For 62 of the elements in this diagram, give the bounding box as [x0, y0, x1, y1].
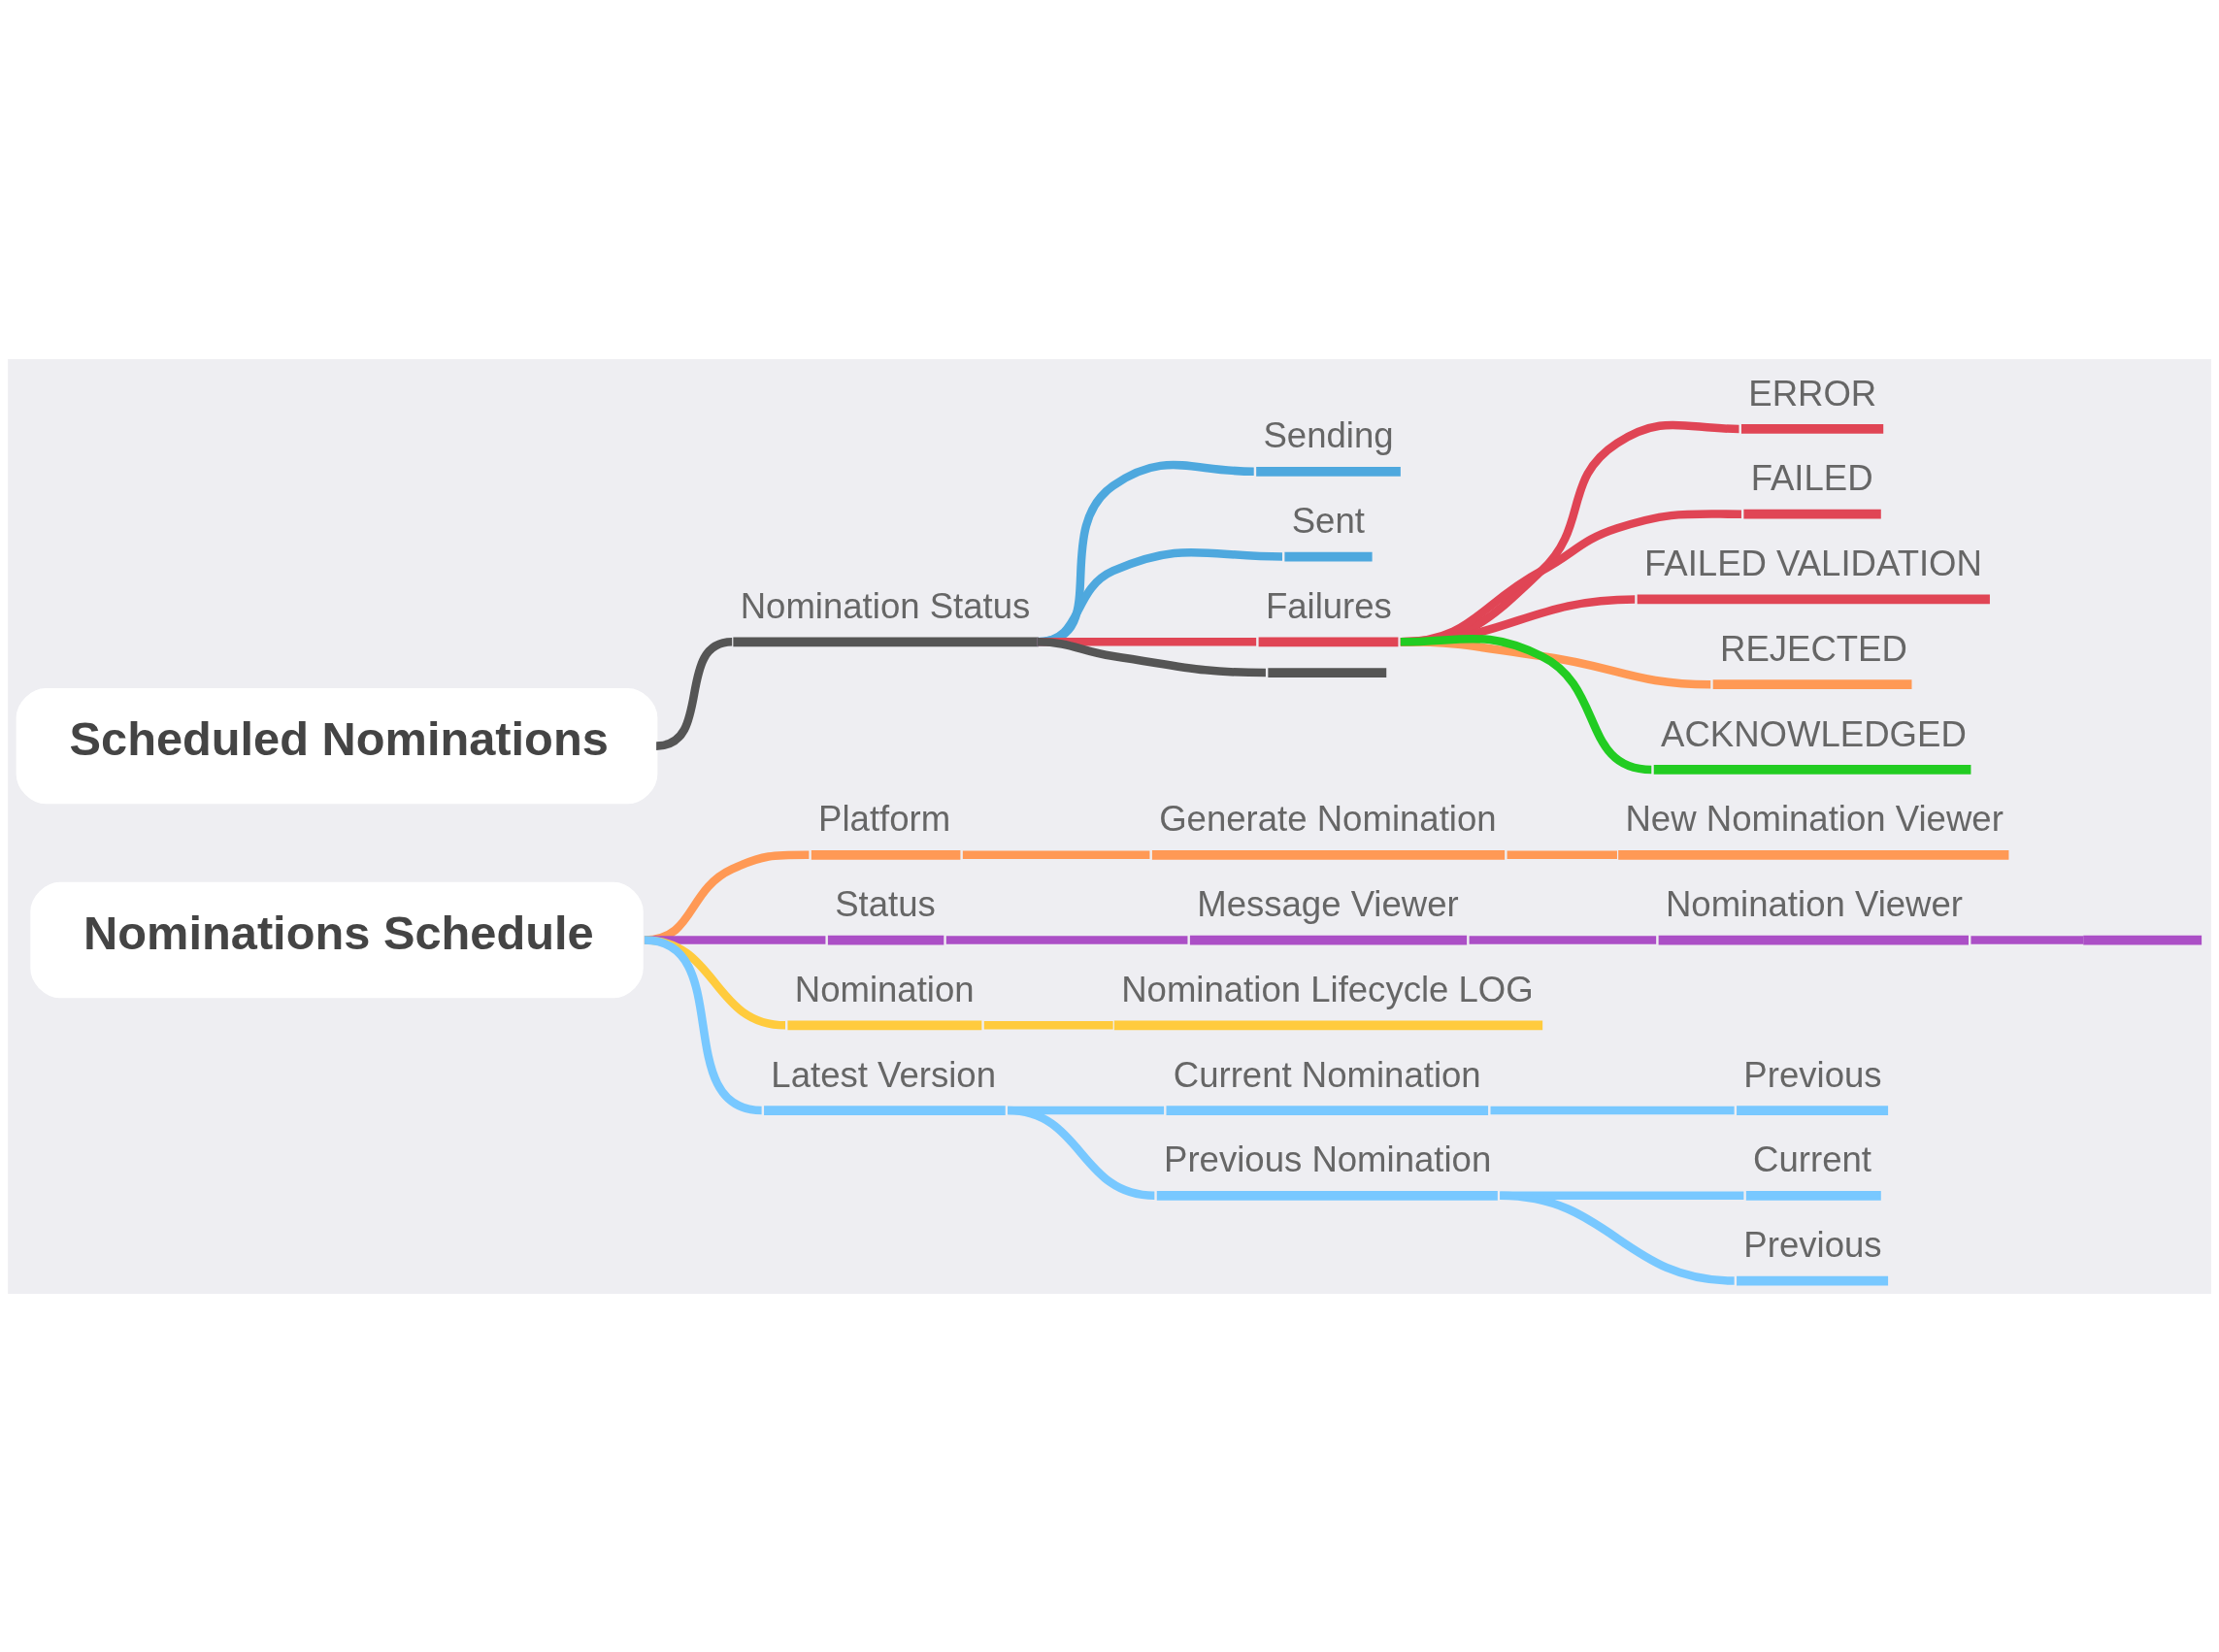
node-label: Nomination: [794, 969, 975, 1009]
node-box: [1737, 1275, 1889, 1285]
node-label: New Nomination Viewer: [1625, 798, 2004, 839]
node-label: Status: [835, 883, 936, 924]
node-box: [1743, 509, 1881, 519]
node-box: [1284, 551, 1373, 561]
connector: [644, 935, 763, 1114]
connector: [1469, 935, 1657, 944]
node-label: Previous Nomination: [1164, 1139, 1492, 1179]
node-box: [1737, 1105, 1889, 1115]
node-box: [787, 1019, 982, 1030]
connector: [1007, 1106, 1155, 1200]
node-box: [1256, 466, 1401, 477]
node-label: Nomination Status: [740, 585, 1031, 626]
node-label: Failures: [1265, 585, 1392, 626]
node-box: [1156, 1190, 1498, 1201]
node-box: [1113, 1019, 1543, 1030]
node-box: [811, 849, 961, 860]
node-box: Scheduled Nominations: [16, 687, 658, 804]
node-box: [1151, 849, 1506, 860]
connector: [983, 1020, 1113, 1030]
connector: [945, 935, 1188, 944]
node-box: [1166, 1105, 1489, 1115]
node-bar: [1268, 667, 1387, 677]
node-label: ERROR: [1748, 373, 1877, 413]
node-box: [1618, 849, 2009, 860]
connector: [1400, 634, 1652, 774]
node-label: Generate Nomination: [1159, 798, 1497, 839]
node-label: Previous: [1743, 1054, 1882, 1095]
node-box: [1712, 678, 1912, 689]
node-bar: [2083, 935, 2202, 944]
node-box: [733, 636, 1039, 646]
connector: [962, 850, 1150, 859]
connector: [1490, 1106, 1735, 1114]
node-label: Message Viewer: [1197, 883, 1459, 924]
node-box: [827, 935, 944, 944]
node-box: [1637, 594, 1990, 604]
node-label: Sent: [1291, 500, 1365, 541]
node-box: [1189, 935, 1468, 944]
node-label: REJECTED: [1720, 628, 1907, 669]
node-label: Latest Version: [771, 1054, 996, 1095]
node-label: Current: [1753, 1139, 1871, 1179]
connector: [1500, 1191, 1735, 1285]
connector: [1507, 850, 1617, 859]
node-label: FAILED VALIDATION: [1643, 543, 1982, 583]
node-label: Sending: [1263, 414, 1394, 455]
node-label: FAILED: [1750, 457, 1873, 498]
node-label: Previous: [1743, 1224, 1882, 1265]
node-box: [1740, 423, 1884, 434]
node-label: ACKNOWLEDGED: [1661, 713, 1967, 754]
node-label: Platform: [818, 798, 951, 839]
connector: [1037, 637, 1266, 677]
node-label: Nomination Viewer: [1665, 883, 1963, 924]
connector: [1971, 935, 2084, 944]
node-box: [1745, 1190, 1881, 1201]
node-box: Nominations Schedule: [30, 881, 644, 998]
node-box: [1658, 935, 1969, 944]
node-label: Current Nomination: [1173, 1054, 1481, 1095]
node-box: [1258, 636, 1399, 646]
node-label: Nomination Lifecycle LOG: [1121, 969, 1534, 1009]
node-box: [1653, 764, 1971, 775]
node-box: [764, 1105, 1006, 1115]
